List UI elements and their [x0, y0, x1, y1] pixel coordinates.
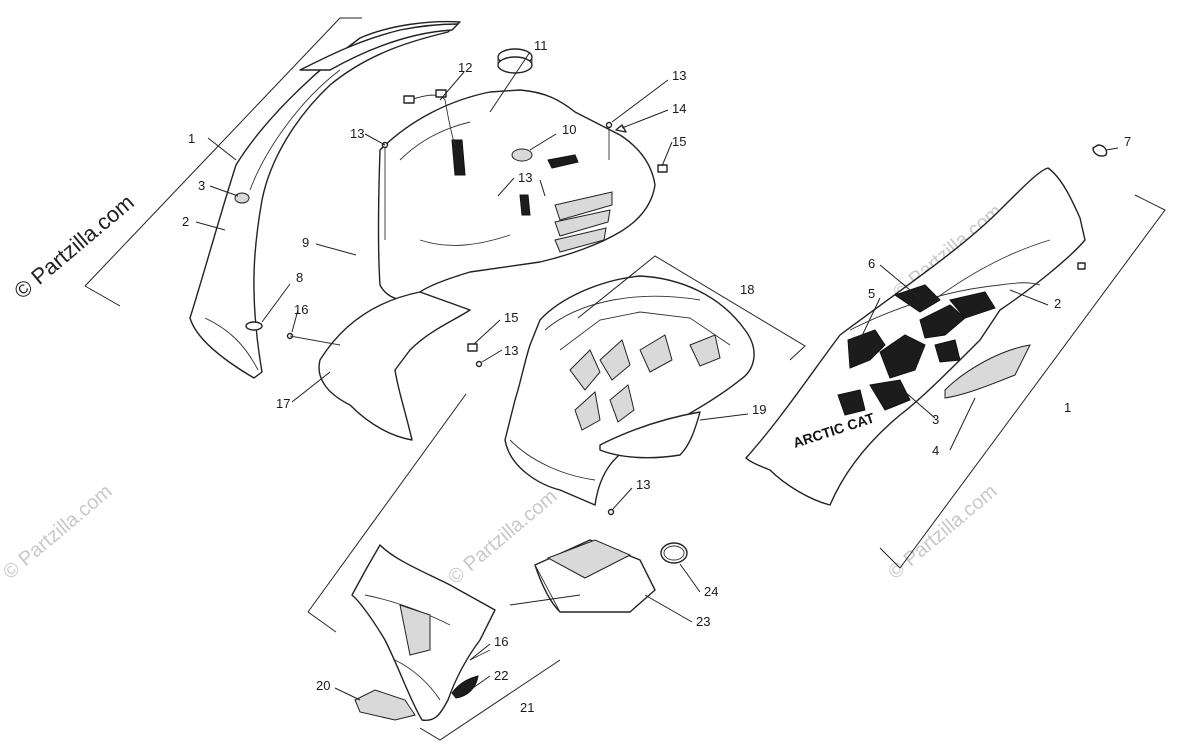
callout-6: 6	[868, 256, 875, 271]
callout-1-right: 1	[1064, 400, 1071, 415]
right-side-panel: ARCTIC CAT	[745, 144, 1166, 569]
callout-5: 5	[868, 286, 875, 301]
callout-2-right: 2	[1054, 296, 1061, 311]
vent-cap-11	[497, 48, 533, 74]
watermark-faint: © Partzilla.com	[884, 480, 1001, 583]
callout-15-mid: 15	[504, 310, 518, 325]
callout-20: 20	[316, 678, 330, 693]
callout-13-b: 13	[518, 170, 532, 185]
wire-harness-12	[403, 89, 456, 146]
callout-12: 12	[458, 60, 472, 75]
leader-lines	[195, 51, 1119, 701]
callout-23: 23	[696, 614, 710, 629]
panel-insert-4	[944, 344, 1031, 399]
callout-18: 18	[740, 282, 754, 297]
callout-8: 8	[296, 270, 303, 285]
watermark-main: © Partzilla.com	[9, 189, 139, 303]
callout-16-top: 16	[294, 302, 308, 317]
callout-3-right: 3	[932, 412, 939, 427]
callout-11: 11	[534, 38, 548, 53]
liner-19	[599, 411, 701, 459]
emblem-22	[451, 675, 479, 699]
callout-13-a: 13	[350, 126, 364, 141]
air-intake	[534, 539, 688, 613]
headlight-insert-10	[511, 148, 533, 162]
callout-22: 22	[494, 668, 508, 683]
storage-bin	[504, 255, 806, 516]
callout-13-low: 13	[636, 477, 650, 492]
callout-10: 10	[562, 122, 576, 137]
callout-15-top: 15	[672, 134, 686, 149]
callout-13-c: 13	[672, 68, 686, 83]
watermark-faint: © Partzilla.com	[0, 480, 116, 583]
front-fascia	[307, 393, 561, 741]
bracket-20	[354, 689, 416, 721]
left-side-panel	[84, 17, 461, 379]
callout-9: 9	[302, 235, 309, 250]
callout-19: 19	[752, 402, 766, 417]
callout-21: 21	[520, 700, 534, 715]
grommet-8	[245, 321, 263, 331]
callout-labels: 1 3 2 9 8 16 17 12 11 10 13 13 13 14 15 …	[182, 38, 1131, 715]
callout-17: 17	[276, 396, 290, 411]
callout-7: 7	[1124, 134, 1131, 149]
front-hood	[286, 48, 668, 441]
callout-2-left: 2	[182, 214, 189, 229]
callout-1-left: 1	[188, 131, 195, 146]
bumper-pad-left	[234, 192, 250, 204]
callout-24: 24	[704, 584, 718, 599]
callout-14: 14	[672, 101, 686, 116]
callout-4: 4	[932, 443, 939, 458]
callout-13-mid: 13	[504, 343, 518, 358]
callout-3-left: 3	[198, 178, 205, 193]
callout-16-bottom: 16	[494, 634, 508, 649]
screw-7	[1092, 144, 1108, 157]
